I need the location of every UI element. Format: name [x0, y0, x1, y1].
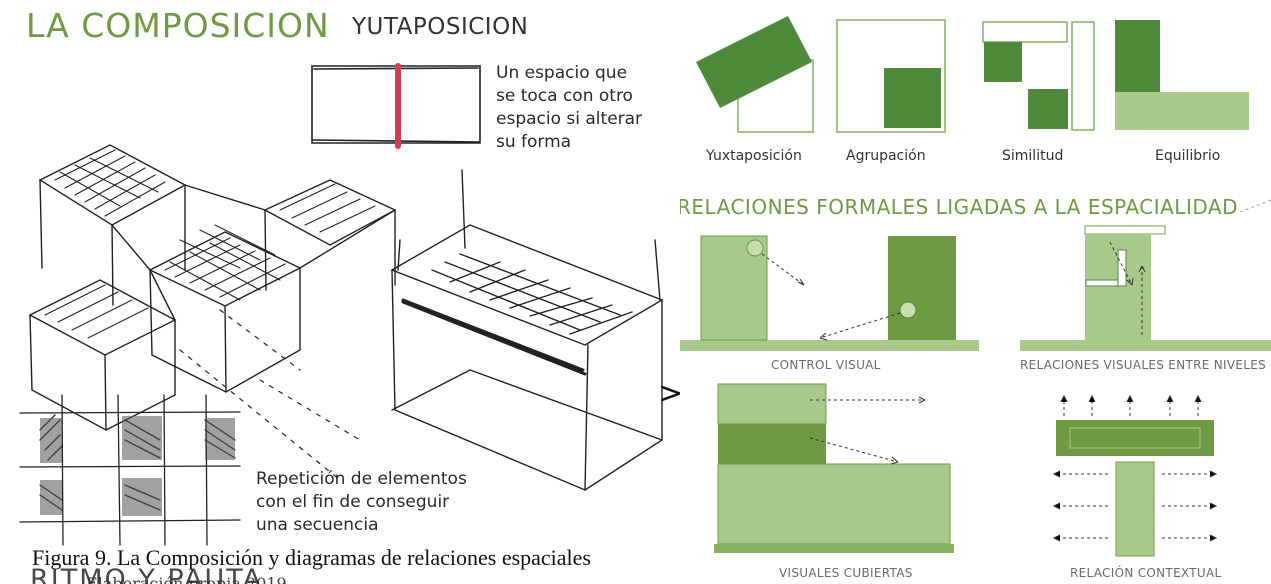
yuxtaposicion-diagram — [696, 16, 814, 133]
sketch-drawing — [19, 63, 664, 546]
diagram-panel: Yuxtaposición Agrupación Similitud Equil… — [680, 0, 1271, 584]
note-juxtaposition: Un espacio que se toca con otro espacio … — [496, 62, 642, 154]
handwritten-credit: Elaboración propia 2019 — [86, 574, 287, 584]
label-equilibrio: Equilibrio — [1155, 148, 1221, 164]
note-line: su forma — [496, 132, 572, 152]
chevron-right-icon: > — [658, 376, 684, 411]
control-visual-diagram — [680, 235, 979, 351]
section-heading: RELACIONES FORMALES LIGADAS A LA ESPACIA… — [680, 195, 1238, 219]
note-line: con el fin de conseguir — [256, 492, 450, 512]
note-line: una secuencia — [256, 515, 379, 535]
note-line: Repetición de elementos — [256, 469, 467, 489]
cross-pavilion-sketch — [28, 144, 397, 431]
relacion-contextual-diagram — [1052, 394, 1218, 557]
long-box-sketch — [390, 169, 664, 492]
label-similitud: Similitud — [1002, 148, 1064, 164]
label-yuxtaposicion: Yuxtaposición — [706, 148, 802, 164]
note-line: se toca con otro — [496, 86, 633, 106]
leader-lines — [179, 309, 361, 481]
label-relacion-contextual: RELACIÓN CONTEXTUAL — [1070, 566, 1222, 580]
page-subtitle: YUTAPOSICION — [352, 14, 529, 40]
roof-hatching — [44, 149, 376, 339]
label-visuales-cubiertas: VISUALES CUBIERTAS — [779, 566, 913, 580]
sketch-panel: LA COMPOSICION YUTAPOSICION Un espacio q… — [19, 6, 664, 584]
note-line: Un espacio que — [496, 63, 628, 83]
label-agrupacion: Agrupación — [846, 148, 926, 164]
note-line: espacio si alterar — [496, 109, 643, 129]
diagram-shapes — [680, 16, 1271, 557]
label-relaciones-niveles: RELACIONES VISUALES ENTRE NIVELES — [1020, 358, 1267, 372]
handwritten-heading: RITMO Y PAUTA — [30, 564, 264, 584]
agrupacion-diagram — [836, 19, 946, 133]
page-title: LA COMPOSICION — [26, 6, 330, 45]
figure-caption: Figura 9. La Composición y diagramas de … — [32, 545, 591, 570]
visuales-cubiertas-diagram — [714, 383, 954, 553]
similitud-diagram — [982, 21, 1095, 131]
note-rhythm: Repetición de elementos con el fin de co… — [256, 468, 467, 537]
label-control-visual: CONTROL VISUAL — [771, 358, 881, 372]
heading-trailing-line — [1239, 199, 1271, 213]
niveles-diagram — [1020, 225, 1271, 351]
equilibrio-diagram — [1115, 20, 1249, 130]
rhythm-grid-fills — [40, 416, 235, 516]
